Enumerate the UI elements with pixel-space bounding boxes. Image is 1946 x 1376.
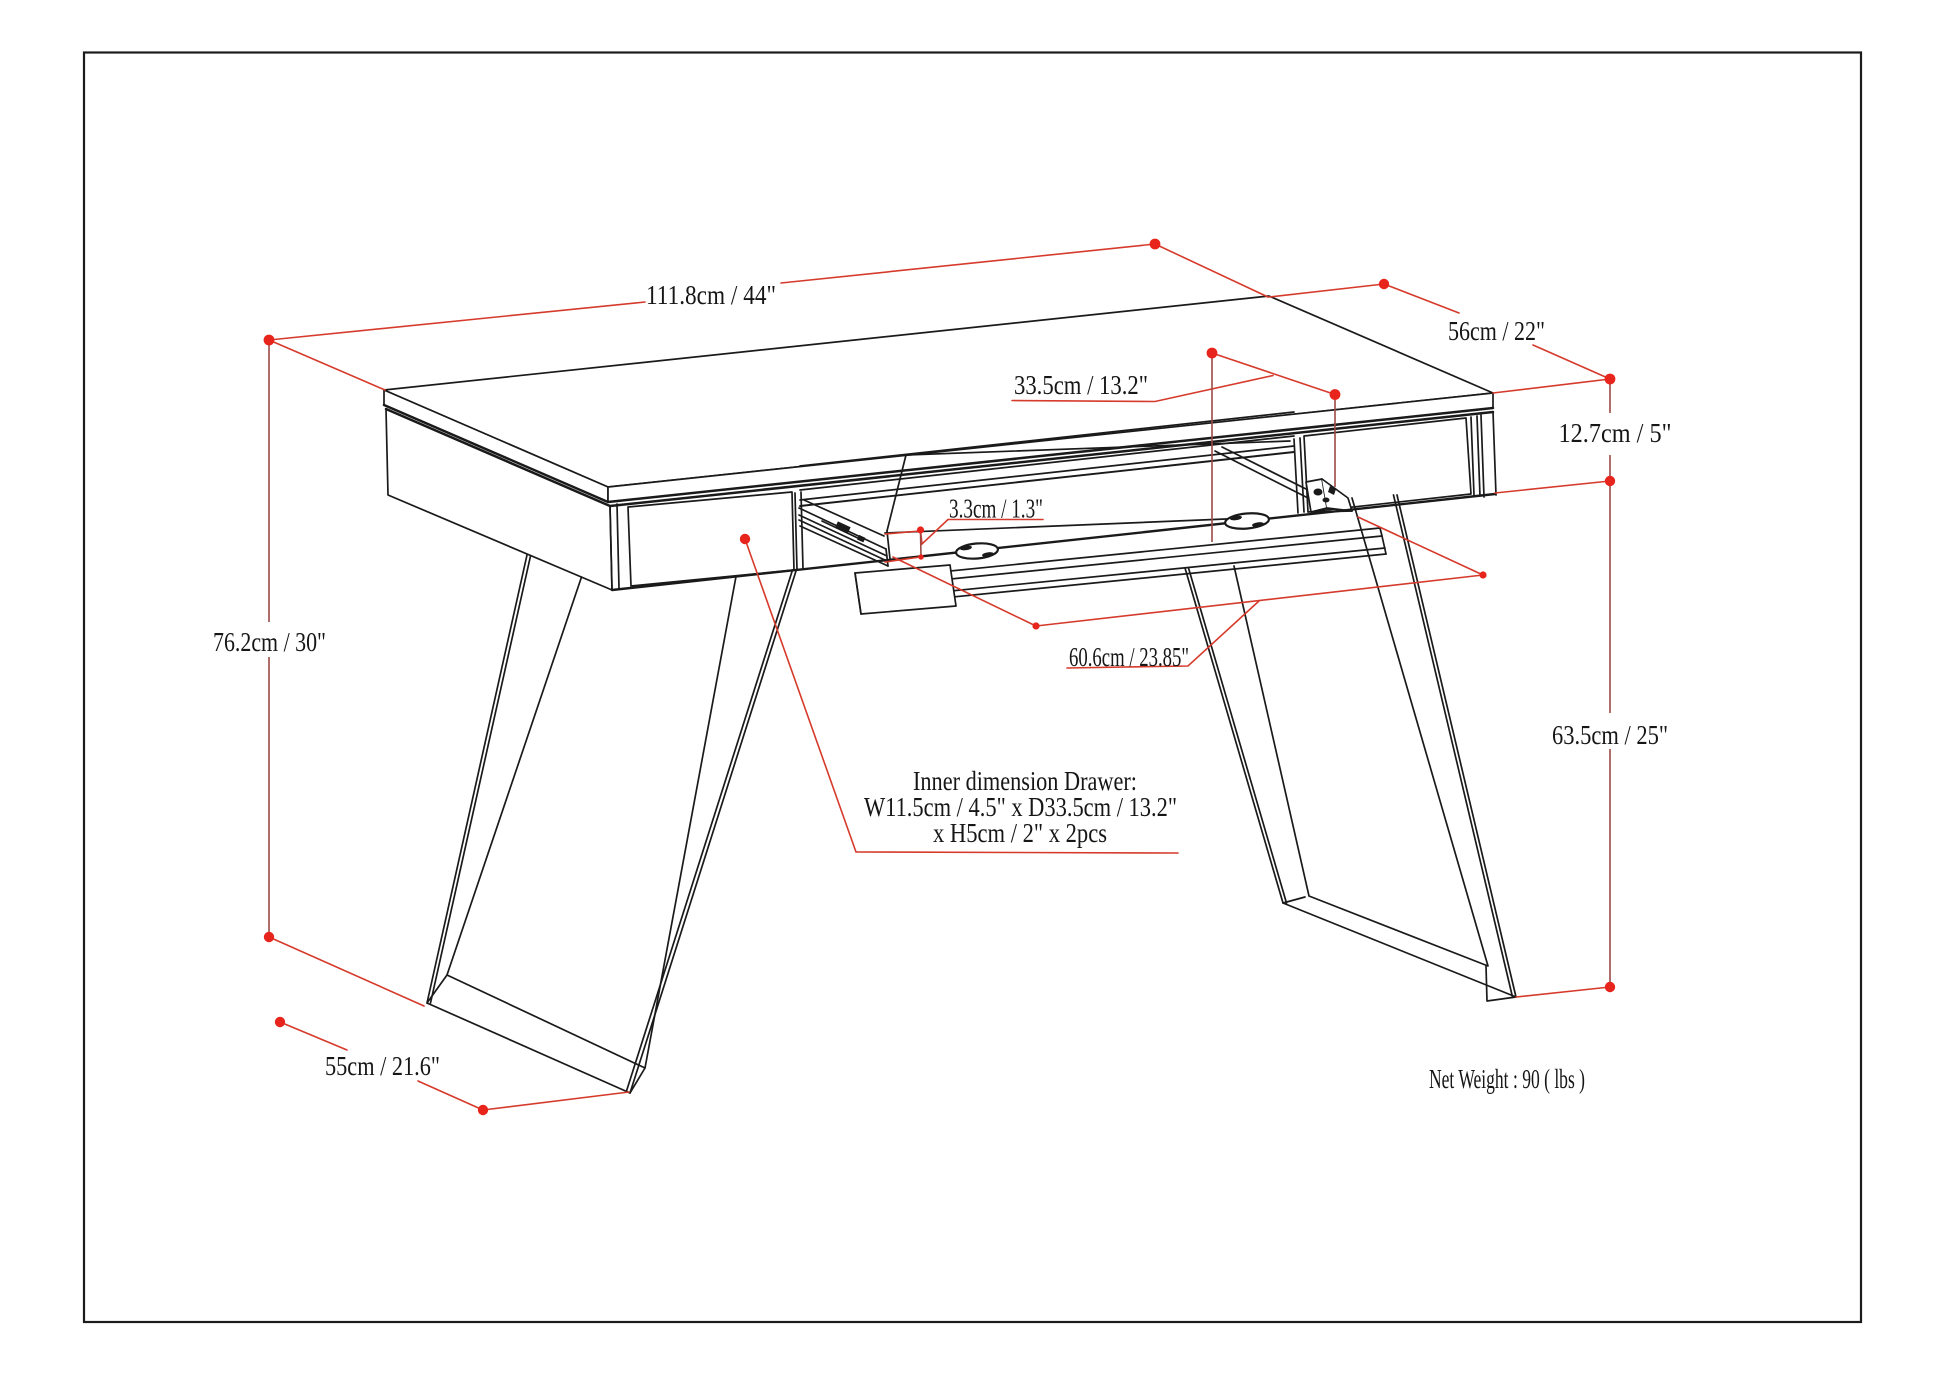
svg-text:Inner dimension Drawer:: Inner dimension Drawer: (913, 766, 1137, 796)
svg-text:Net Weight : 90 ( lbs ): Net Weight : 90 ( lbs ) (1429, 1064, 1585, 1094)
svg-text:56cm / 22": 56cm / 22" (1448, 316, 1545, 346)
svg-text:55cm / 21.6": 55cm / 21.6" (325, 1051, 440, 1081)
svg-text:111.8cm / 44": 111.8cm / 44" (646, 280, 776, 310)
svg-text:63.5cm / 25": 63.5cm / 25" (1552, 720, 1668, 750)
svg-text:3.3cm / 1.3": 3.3cm / 1.3" (949, 494, 1043, 524)
svg-text:33.5cm / 13.2": 33.5cm / 13.2" (1014, 370, 1148, 400)
svg-text:12.7cm / 5": 12.7cm / 5" (1559, 418, 1672, 448)
svg-text:x H5cm / 2" x 2pcs: x H5cm / 2" x 2pcs (933, 818, 1107, 848)
svg-text:76.2cm / 30": 76.2cm / 30" (213, 627, 326, 657)
svg-text:W11.5cm / 4.5" x D33.5cm / 13.: W11.5cm / 4.5" x D33.5cm / 13.2" (864, 792, 1177, 822)
svg-text:60.6cm / 23.85": 60.6cm / 23.85" (1069, 642, 1189, 672)
